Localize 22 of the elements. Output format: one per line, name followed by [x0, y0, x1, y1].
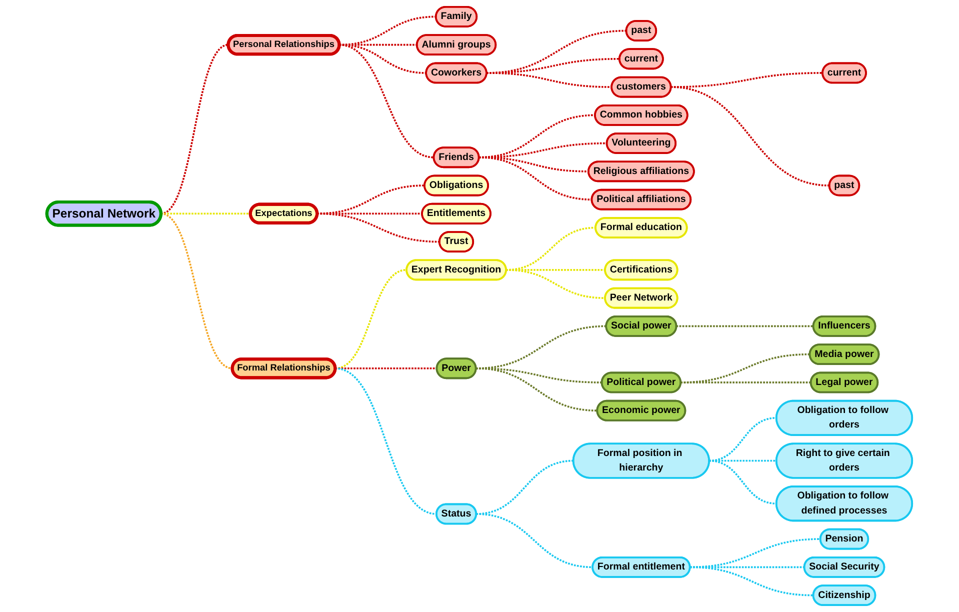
connector: [317, 184, 424, 215]
connector: [476, 367, 602, 384]
connector: [317, 212, 422, 215]
connector: [160, 212, 233, 370]
connector: [680, 382, 811, 384]
connector: [476, 513, 593, 568]
mind-map: Personal Network Personal Relationships Family Alumni groups Coworkers past current customers current past Friends Common hobbies Volunteering Religious affiliations Political affiliations Expectations Obligations Entitlements Trust Expert Recognition Formal education Certifications Peer Network Formal Relationships Power Social power Influencers Political power Media power Legal power Economic power Status Formal position in hierarchy Obligation to follow orders Right to give certain orders Obligation to follow defined processes Formal entitlement Pension Social Security Citizenship: [42, 2, 917, 610]
connector: [670, 86, 830, 186]
connector: [317, 212, 440, 243]
connector: [690, 566, 814, 596]
connector: [339, 44, 434, 158]
connector: [478, 156, 588, 172]
connector: [476, 367, 598, 412]
connector: [708, 460, 776, 504]
connector: [680, 353, 810, 384]
connector: [478, 156, 592, 200]
connector: [506, 268, 606, 299]
connector: [476, 460, 574, 515]
connector: [486, 72, 612, 88]
connector: [334, 367, 437, 515]
connector: [690, 538, 820, 568]
connector: [676, 325, 814, 328]
